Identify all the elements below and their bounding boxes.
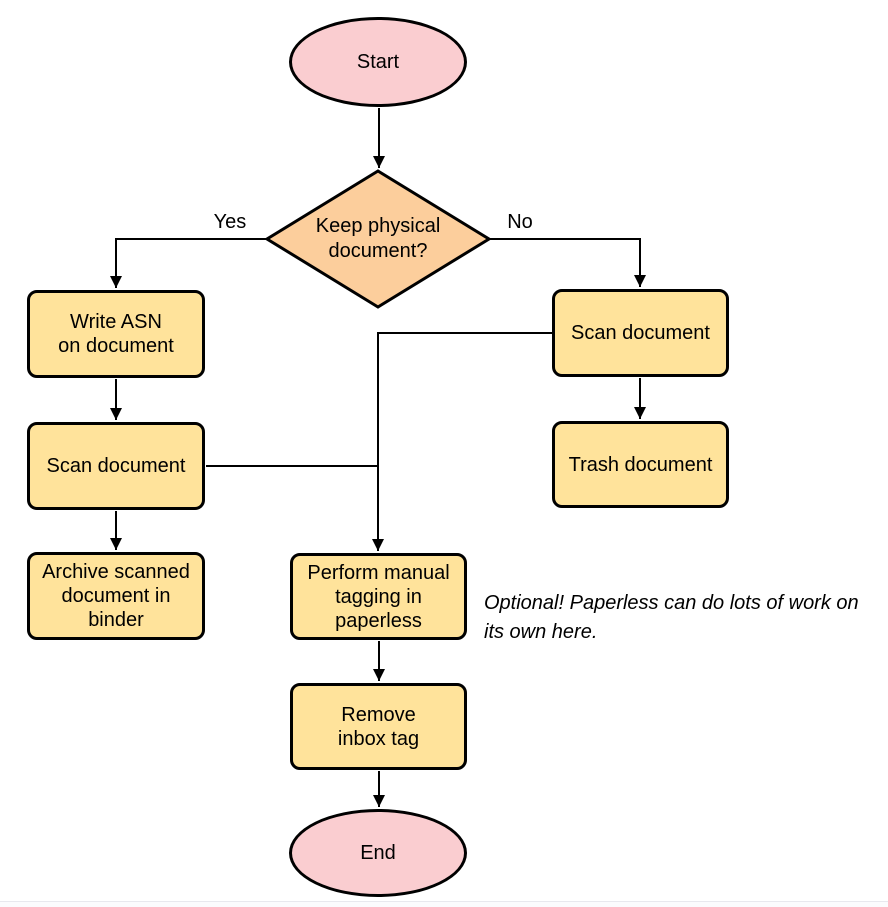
bottom-edge-divider bbox=[0, 901, 888, 907]
node-write-asn-label: Write ASN on document bbox=[58, 311, 174, 357]
node-scan-document-left: Scan document bbox=[27, 422, 205, 510]
node-trash-document: Trash document bbox=[552, 421, 729, 508]
node-write-asn: Write ASN on document bbox=[27, 290, 205, 378]
node-perform-tagging-label: Perform manual tagging in paperless bbox=[307, 561, 450, 632]
node-remove-inbox-tag-label: Remove inbox tag bbox=[337, 703, 420, 750]
node-start-label: Start bbox=[356, 51, 400, 73]
edge-label-no: No bbox=[507, 211, 533, 233]
node-scan-document-left-label: Scan document bbox=[46, 455, 186, 477]
node-decision: Keep physical document? bbox=[268, 203, 488, 275]
edge-scan-right-perform-tagging bbox=[372, 332, 552, 551]
decision-diamond-shape bbox=[264, 169, 492, 309]
node-end: End bbox=[289, 809, 467, 897]
node-scan-document-right-label: Scan document bbox=[571, 322, 710, 344]
optional-annotation: Optional! Paperless can do lots of work … bbox=[484, 592, 859, 643]
node-remove-inbox-tag: Remove inbox tag bbox=[290, 683, 467, 770]
edge-decision-write-asn-yes bbox=[110, 238, 266, 288]
node-end-label: End bbox=[360, 842, 396, 864]
edge-label-yes: Yes bbox=[213, 211, 247, 233]
node-archive-binder-label: Archive scanned document in binder bbox=[42, 561, 190, 631]
node-archive-binder: Archive scanned document in binder bbox=[27, 552, 205, 640]
node-perform-tagging: Perform manual tagging in paperless bbox=[290, 553, 467, 640]
node-start: Start bbox=[289, 17, 467, 107]
node-trash-document-label: Trash document bbox=[568, 453, 713, 476]
node-decision-label: Keep physical document? bbox=[315, 215, 441, 262]
edge-decision-scan-right-no bbox=[490, 238, 646, 287]
node-scan-document-right: Scan document bbox=[552, 289, 729, 377]
